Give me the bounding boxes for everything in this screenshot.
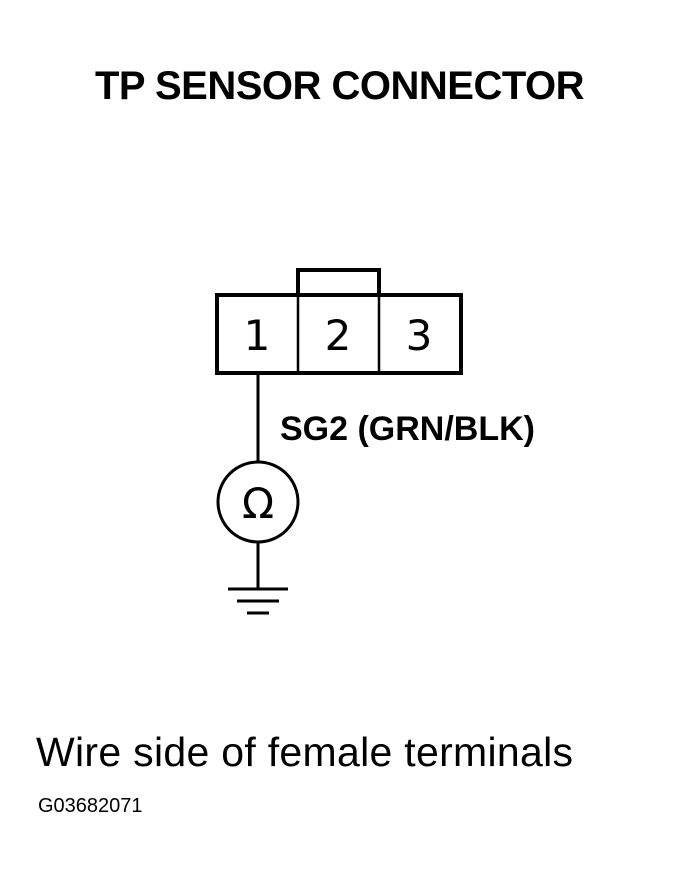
- figure-code: G03682071: [38, 795, 143, 817]
- connector-body: [215, 268, 463, 375]
- terminal-3-label: 3: [406, 311, 433, 360]
- connector-housing: [215, 293, 463, 375]
- caption: Wire side of female terminals: [36, 729, 574, 775]
- ground-icon: [228, 587, 288, 615]
- connector-lock-tab: [296, 268, 381, 295]
- ohmmeter-icon: Ω: [216, 460, 300, 544]
- page-title: TP SENSOR CONNECTOR: [94, 64, 585, 108]
- wire-label: SG2 (GRN/BLK): [280, 410, 535, 448]
- ohm-symbol: Ω: [242, 479, 274, 528]
- terminal-2-label: 2: [325, 311, 352, 360]
- terminal-1-label: 1: [244, 311, 271, 360]
